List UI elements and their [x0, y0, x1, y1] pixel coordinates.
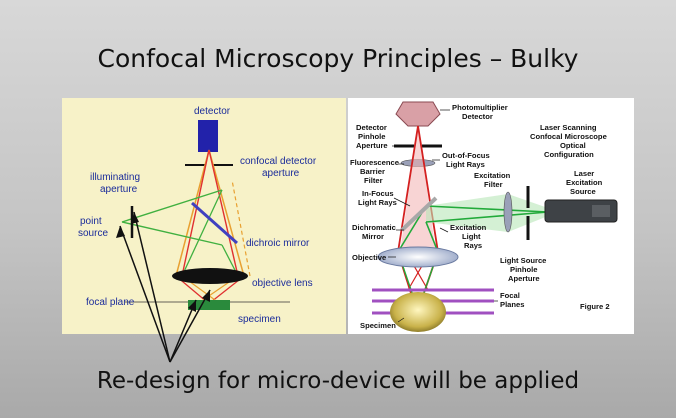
- label-objective: Objective: [352, 253, 386, 262]
- label-title-1: Laser Scanning: [540, 123, 597, 132]
- arrow-line-3: [169, 299, 197, 363]
- annotation-arrows: [116, 211, 211, 363]
- arrow-line-4: [169, 289, 211, 363]
- label-fluor-2: Barrier: [360, 167, 385, 176]
- label-oof-2: Light Rays: [446, 160, 485, 169]
- label-exc-filter-1: Excitation: [474, 171, 511, 180]
- photomultiplier-detector: [395, 101, 441, 127]
- label-fluor-3: Filter: [364, 176, 383, 185]
- green-ray-4: [425, 221, 439, 253]
- label-point-source-2: source: [78, 228, 108, 239]
- label-oof-1: Out-of-Focus: [442, 151, 490, 160]
- label-focal-planes-1: Focal: [500, 291, 520, 300]
- specimen-block: [188, 300, 230, 310]
- label-exc-rays-3: Rays: [464, 241, 482, 250]
- arrowhead-2: [131, 212, 139, 224]
- label-laser-3: Source: [570, 187, 596, 196]
- label-laser-1: Laser: [574, 169, 594, 178]
- red-ray-1: [397, 125, 419, 253]
- laser-detail: [592, 205, 610, 217]
- label-confocal-detector-2: aperture: [262, 168, 300, 179]
- label-det-pinhole-2: Pinhole: [358, 132, 385, 141]
- label-ls-pinhole-2: Pinhole: [510, 265, 537, 274]
- red-ray-2: [417, 125, 439, 253]
- label-specimen-right: Specimen: [360, 321, 396, 330]
- ray-red-right: [208, 149, 239, 277]
- label-confocal-detector-1: confocal detector: [240, 156, 317, 167]
- dichroic-mirror: [191, 201, 238, 245]
- label-infocus-1: In-Focus: [362, 189, 394, 198]
- label-dichroic-mirror: dichroic mirror: [246, 238, 310, 249]
- ray-orange-dashed: [231, 179, 251, 277]
- arrowhead-3: [188, 300, 196, 312]
- label-exc-filter-2: Filter: [484, 180, 503, 189]
- leader-excrays: [439, 227, 449, 233]
- label-specimen: specimen: [238, 314, 281, 325]
- ray-green-1: [121, 189, 223, 223]
- label-fluor-1: Fluorescence: [350, 158, 399, 167]
- label-pmt-2: Detector: [462, 112, 493, 121]
- label-det-pinhole-1: Detector: [356, 123, 387, 132]
- label-pmt-1: Photomultiplier: [452, 103, 508, 112]
- label-ls-pinhole-3: Aperture: [508, 274, 540, 283]
- label-focal-planes-2: Planes: [500, 300, 524, 309]
- green-ray-1: [425, 205, 549, 213]
- label-laser-2: Excitation: [566, 178, 603, 187]
- label-title-3: Optical: [560, 141, 586, 150]
- green-ray-2: [425, 211, 549, 223]
- label-illuminating-2: aperture: [100, 184, 138, 195]
- specimen-sphere: [390, 292, 446, 332]
- label-title-4: Configuration: [544, 150, 594, 159]
- slide-caption: Re-design for micro-device will be appli…: [96, 368, 580, 394]
- objective-lens-right: [377, 246, 459, 268]
- label-detector: detector: [194, 106, 231, 117]
- left-diagram: detector confocal detector aperture illu…: [62, 98, 346, 334]
- label-figure: Figure 2: [580, 302, 610, 311]
- arrowhead-1: [116, 226, 125, 238]
- label-ls-pinhole-1: Light Source: [500, 256, 546, 265]
- leader-specimen: [397, 317, 405, 323]
- excitation-filter: [503, 191, 513, 233]
- ray-green-3: [181, 189, 223, 277]
- label-dichromatic-1: Dichromatic: [352, 223, 396, 232]
- label-point-source-1: point: [80, 216, 102, 227]
- dichromatic-mirror: [400, 196, 438, 232]
- arrowhead-4: [202, 290, 210, 302]
- ray-green-2: [121, 221, 223, 246]
- leader-infocus: [393, 197, 411, 207]
- right-diagram: Photomultiplier Detector Detector Pinhol…: [348, 98, 634, 334]
- slide-title: Confocal Microscopy Principles – Bulky: [97, 44, 579, 73]
- ray-red-left: [181, 149, 210, 277]
- label-illuminating-1: illuminating: [90, 172, 140, 183]
- ray-orange-right: [208, 149, 245, 277]
- ray-orange-left: [175, 149, 210, 277]
- arrow-line-1: [119, 225, 171, 363]
- objective-lens: [172, 268, 248, 284]
- label-title-2: Confocal Microscope: [530, 132, 607, 141]
- label-focal-plane: focal plane: [86, 297, 135, 308]
- label-dichromatic-2: Mirror: [362, 232, 384, 241]
- detector-box: [198, 120, 218, 152]
- label-exc-rays-2: Light: [462, 232, 481, 241]
- label-objective-lens: objective lens: [252, 278, 313, 289]
- label-det-pinhole-3: Aperture: [356, 141, 388, 150]
- arrow-line-2: [133, 211, 171, 363]
- label-exc-rays-1: Excitation: [450, 223, 487, 232]
- green-excitation-beam: [426, 194, 548, 232]
- label-infocus-2: Light Rays: [358, 198, 397, 207]
